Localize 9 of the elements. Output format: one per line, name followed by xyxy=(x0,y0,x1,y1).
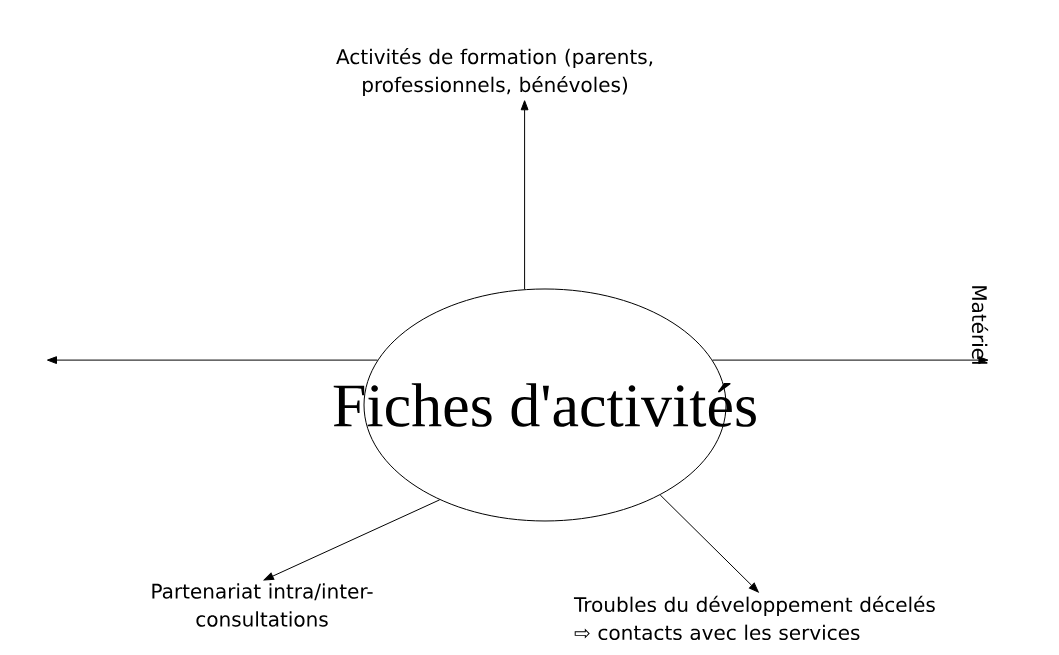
arrow xyxy=(659,494,759,593)
arrow xyxy=(712,356,989,364)
arrow xyxy=(46,356,378,364)
arrow xyxy=(263,499,441,581)
label: Matériel xyxy=(971,286,989,364)
label: Partenariat intra/inter-consultations xyxy=(152,583,373,627)
arrow xyxy=(520,100,529,290)
label: Troubles du développement décelés ⇨ contacts avec les services xyxy=(573,595,935,641)
label: Activités de formation (parents, professionnels, bénévoles) xyxy=(336,47,653,97)
